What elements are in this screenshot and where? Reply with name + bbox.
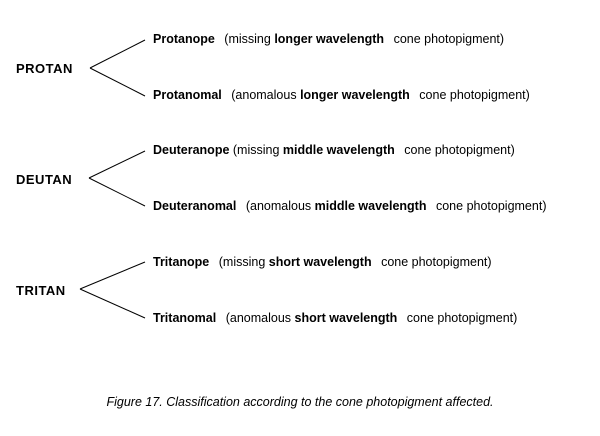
entry-desc-pre: (anomalous	[231, 88, 297, 102]
branch-line-tritan-upper	[79, 261, 146, 290]
entry-term: Protanomal	[153, 88, 222, 102]
entry-desc-pre: (missing	[224, 32, 271, 46]
entry-term: Deuteranope	[153, 143, 230, 157]
entry-keyword: longer wavelength	[274, 32, 385, 46]
entry-keyword: longer wavelength	[300, 88, 410, 102]
branch-line-protan-lower	[89, 67, 146, 97]
entry-desc-post: cone photopigment)	[393, 32, 505, 46]
group-label-deutan: DEUTAN	[16, 172, 73, 187]
entry-deuteranomal: Deuteranomal (anomalous middle wavelengt…	[153, 199, 546, 213]
entry-desc-post: cone photopigment)	[406, 311, 518, 325]
entry-desc-pre: (missing	[218, 255, 266, 269]
entry-desc-post: cone photopigment)	[435, 199, 547, 213]
entry-desc-post: cone photopigment)	[404, 143, 515, 157]
entry-protanomal: Protanomal (anomalous longer wavelength …	[153, 88, 530, 102]
entry-desc-post: cone photopigment)	[381, 255, 492, 269]
entry-term: Deuteranomal	[153, 199, 237, 213]
branch-line-deutan-lower	[88, 177, 146, 207]
group-label-tritan: TRITAN	[16, 283, 66, 298]
entry-deuteranope: Deuteranope (missing middle wavelength c…	[153, 143, 515, 157]
entry-term: Protanope	[153, 32, 215, 46]
entry-term: Tritanomal	[153, 311, 217, 325]
entry-protanope: Protanope (missing longer wavelength con…	[153, 32, 504, 46]
entry-keyword: short wavelength	[294, 311, 398, 325]
entry-keyword: middle wavelength	[282, 143, 395, 157]
entry-term: Tritanope	[153, 255, 210, 269]
entry-keyword: short wavelength	[268, 255, 372, 269]
entry-tritanope: Tritanope (missing short wavelength cone…	[153, 255, 492, 269]
entry-keyword: middle wavelength	[314, 199, 427, 213]
branch-line-tritan-lower	[79, 288, 146, 319]
entry-desc-pre: (missing	[232, 143, 280, 157]
entry-desc-pre: (anomalous	[245, 199, 312, 213]
entry-tritanomal: Tritanomal (anomalous short wavelength c…	[153, 311, 517, 325]
entry-desc-post: cone photopigment)	[419, 88, 530, 102]
branch-line-deutan-upper	[88, 150, 146, 179]
branch-line-protan-upper	[89, 39, 146, 69]
figure-caption: Figure 17. Classification according to t…	[106, 395, 494, 409]
group-label-protan: PROTAN	[16, 61, 73, 76]
entry-desc-pre: (anomalous	[225, 311, 292, 325]
